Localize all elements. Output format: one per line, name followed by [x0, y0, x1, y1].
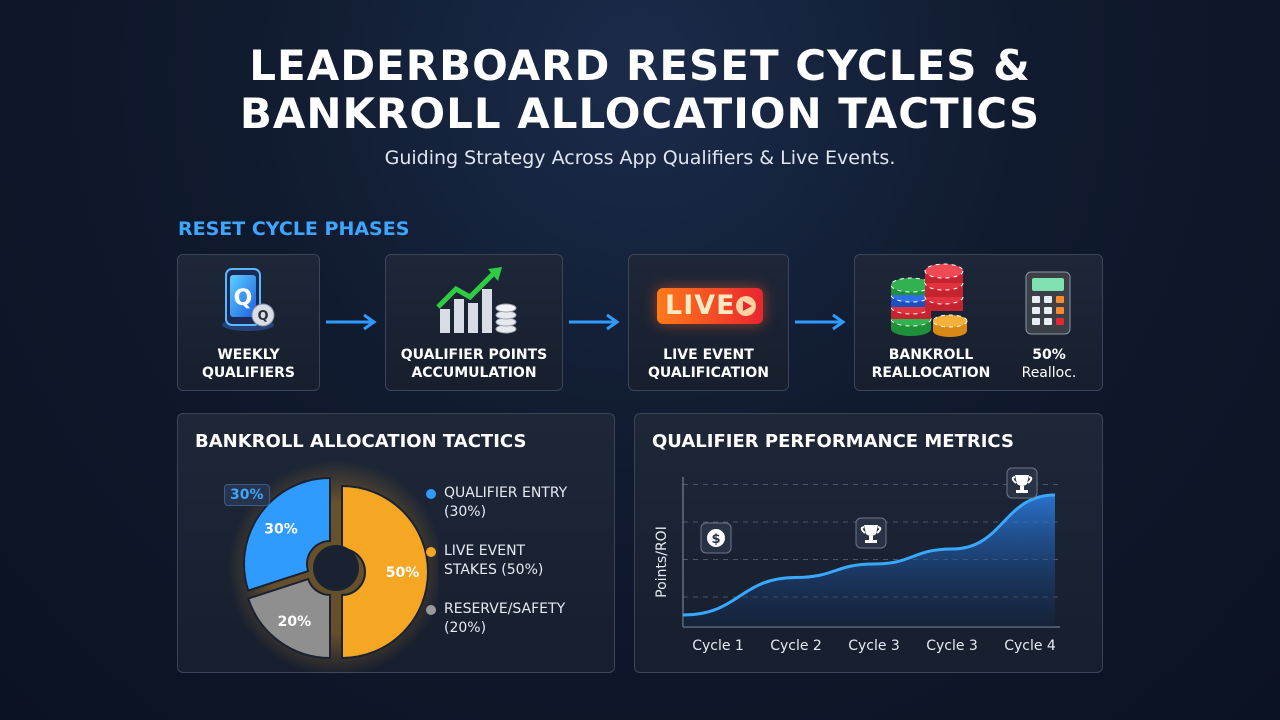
realloc-value: 50% — [1032, 347, 1066, 363]
page-title-line-2: BANKROLL ALLOCATION TACTICS — [239, 89, 1041, 138]
legend-dot — [426, 605, 436, 615]
phase-label-line1: WEEKLY — [217, 347, 280, 363]
phase-label-line2: QUALIFIERS — [201, 365, 295, 381]
phase-label-line2: ACCUMULATION — [411, 365, 537, 381]
series-line — [682, 493, 1056, 617]
pie-slice-label: 30% — [264, 521, 298, 537]
dollar-icon: $ — [700, 522, 732, 554]
phase-label-line1: QUALIFIER POINTS — [400, 347, 548, 363]
pie-slice — [243, 476, 331, 592]
metrics-panel: QUALIFIER PERFORMANCE METRICS Points/ROI… — [634, 413, 1103, 673]
legend-label-line1: LIVE EVENT — [444, 543, 526, 559]
section-label-reset-cycle: RESET CYCLE PHASES — [178, 218, 410, 240]
legend-label-line1: RESERVE/SAFETY — [444, 601, 566, 617]
phone-q-icon: Q Q — [222, 268, 275, 331]
growth-chart-icon — [436, 267, 517, 334]
legend-label-line1: QUALIFIER ENTRY — [444, 485, 568, 501]
x-tick-label: Cycle 1 — [692, 638, 744, 654]
legend-dot — [426, 489, 436, 499]
legend-dot — [426, 547, 436, 557]
svg-text:$: $ — [711, 532, 720, 547]
phase-label-line1: BANKROLL — [888, 347, 974, 363]
pie-slice — [341, 484, 429, 660]
x-tick-label: Cycle 3 — [926, 638, 978, 654]
arrow-right-icon — [326, 313, 377, 331]
legend-label-line2: STAKES (50%) — [444, 562, 544, 578]
svg-text:Q: Q — [234, 286, 253, 311]
pie-slice-label: 50% — [386, 565, 420, 581]
y-axis-label: Points/ROI — [654, 526, 670, 598]
allocation-panel-title: BANKROLL ALLOCATION TACTICS — [195, 431, 527, 452]
legend-item: RESERVE/SAFETY (20%) — [426, 600, 566, 638]
allocation-panel: BANKROLL ALLOCATION TACTICS 30% 50% 20% 30… — [177, 413, 615, 674]
x-tick-label: Cycle 2 — [770, 638, 822, 654]
page-subtitle: Guiding Strategy Across App Qualifiers &… — [384, 147, 896, 169]
phase-card-live-event: LIVE LIVE EVENT QUALIFICATION — [628, 254, 789, 391]
phase-label-line1: LIVE EVENT — [663, 347, 754, 363]
metrics-panel-title: QUALIFIER PERFORMANCE METRICS — [652, 431, 1014, 452]
phase-card-bankroll-reallocation: BANKROLL REALLOCATION 50% Realloc. — [854, 254, 1103, 391]
phase-card-qualifier-points: QUALIFIER POINTS ACCUMULATION — [385, 254, 563, 391]
arrow-right-icon — [795, 313, 846, 331]
trophy-icon — [855, 517, 887, 549]
x-tick-label: Cycle 4 — [1004, 638, 1056, 654]
live-badge-text: LIVE — [665, 290, 736, 321]
pie-slice-label: 20% — [278, 614, 312, 630]
live-badge-icon: LIVE — [657, 288, 763, 324]
phase-card-weekly-qualifiers: Q Q WEEKLY QUALIFIERS — [177, 254, 320, 391]
allocation-donut-chart: 30% 50% 20% — [228, 460, 438, 674]
x-tick-label: Cycle 3 — [848, 638, 900, 654]
legend-label-line2: (20%) — [444, 620, 487, 636]
pie-slice — [246, 577, 331, 660]
poker-chips-icon — [890, 263, 968, 337]
area-fill — [683, 495, 1055, 627]
arrow-right-icon — [569, 313, 620, 331]
trophy-icon — [1006, 467, 1038, 499]
pie-callout-label: 30% — [224, 484, 270, 506]
legend-item: QUALIFIER ENTRY (30%) — [426, 484, 568, 522]
page-title-line-1: LEADERBOARD RESET CYCLES & — [249, 41, 1031, 90]
phase-label-line2: REALLOCATION — [871, 365, 991, 381]
legend-item: LIVE EVENT STAKES (50%) — [426, 542, 544, 580]
calculator-icon — [1025, 271, 1071, 335]
phase-label-line2: QUALIFICATION — [648, 365, 769, 381]
performance-area-chart: Points/ROI Cycle 1 Cycle 2 Cycle 3 Cycle 3 C… — [654, 467, 1060, 654]
svg-text:Q: Q — [257, 309, 268, 324]
play-icon — [736, 296, 756, 316]
realloc-label: Realloc. — [1021, 365, 1077, 381]
legend-label-line2: (30%) — [444, 504, 487, 520]
